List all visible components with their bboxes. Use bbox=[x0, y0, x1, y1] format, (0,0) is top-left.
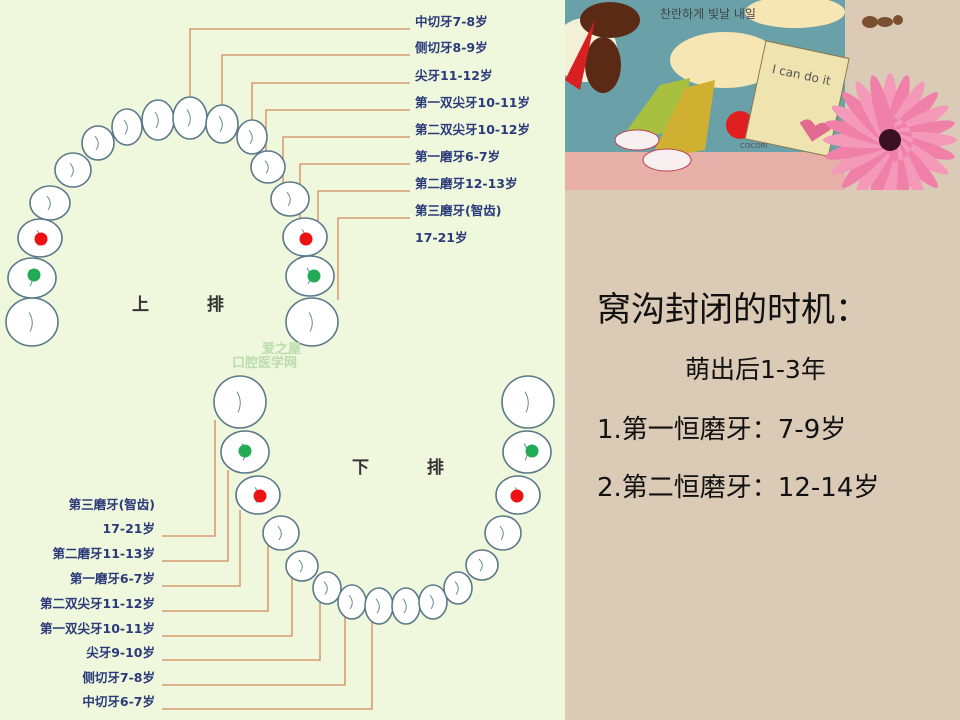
upper-tooth-label: 第一磨牙6-7岁 bbox=[415, 149, 501, 164]
first-molar-marker bbox=[27, 268, 41, 282]
teeth-diagram bbox=[5, 28, 555, 710]
leader-line bbox=[162, 545, 269, 612]
title: 窝沟封闭的时机： bbox=[597, 290, 869, 330]
tooth-groove bbox=[69, 162, 74, 178]
lower-tooth-label: 17-21岁 bbox=[102, 521, 155, 536]
tooth-groove bbox=[402, 598, 407, 614]
item-1: 1.第一恒磨牙：7-9岁 bbox=[597, 415, 847, 445]
lower-tooth-label: 第二磨牙11-13岁 bbox=[52, 546, 155, 561]
watermark: 爱之屋 口腔医学网 bbox=[222, 343, 301, 371]
leader-line bbox=[162, 595, 321, 661]
lower-tooth-label: 第一双尖牙10-11岁 bbox=[40, 621, 155, 636]
leader-line bbox=[162, 610, 346, 686]
item-2: 2.第二恒磨牙：12-14岁 bbox=[597, 473, 880, 503]
leader-line bbox=[337, 217, 410, 300]
sneakers bbox=[614, 78, 715, 172]
brand-text: COCORI bbox=[740, 142, 768, 150]
leader-line bbox=[317, 190, 410, 248]
tooth-groove bbox=[264, 160, 269, 174]
tooth-groove bbox=[46, 195, 51, 211]
lower-tooth-label: 第一磨牙6-7岁 bbox=[69, 571, 155, 586]
tooth-groove bbox=[218, 116, 223, 132]
leader-line bbox=[265, 109, 410, 160]
upper-tooth-label: 17-21岁 bbox=[415, 230, 468, 245]
tooth-groove bbox=[348, 594, 353, 610]
lower-tooth-label: 尖牙9-10岁 bbox=[86, 645, 155, 660]
tooth-groove bbox=[286, 191, 291, 207]
leader-line bbox=[162, 575, 293, 637]
watermark-line: 爱之屋 bbox=[262, 342, 302, 357]
ant-icon bbox=[862, 15, 903, 28]
tooth-groove bbox=[277, 525, 282, 541]
tooth-groove bbox=[123, 119, 128, 135]
upper-tooth-label: 侧切牙8-9岁 bbox=[415, 40, 488, 55]
tooth-groove bbox=[308, 312, 313, 332]
tooth-groove bbox=[429, 594, 434, 610]
lower-tooth-label: 第二双尖牙11-12岁 bbox=[40, 596, 155, 611]
watermark-line: 口腔医学网 bbox=[232, 356, 298, 371]
decorative-illustration: 찬란하게 빛날 내일 I can do it COCORI bbox=[565, 0, 957, 190]
tooth-groove bbox=[298, 559, 303, 573]
upper-arch-label: 上 排 bbox=[132, 295, 250, 315]
note-card: I can do it bbox=[744, 40, 850, 157]
second-molar-marker bbox=[510, 489, 524, 503]
tooth-groove bbox=[94, 135, 99, 151]
lower-tooth-label: 侧切牙7-8岁 bbox=[82, 670, 155, 685]
upper-tooth-label: 第二磨牙12-13岁 bbox=[415, 176, 518, 191]
dental-diagram-panel bbox=[0, 0, 565, 720]
leader-line bbox=[162, 420, 216, 537]
lower-tooth-label: 中切牙6-7岁 bbox=[82, 694, 155, 709]
upper-tooth-label: 第二双尖牙10-12岁 bbox=[415, 122, 530, 137]
lower-tooth-label: 第三磨牙(智齿) bbox=[68, 497, 155, 512]
upper-tooth-label: 尖牙11-12岁 bbox=[415, 68, 493, 83]
first-molar-marker bbox=[525, 444, 539, 458]
leader-line bbox=[282, 136, 410, 185]
leader-line bbox=[299, 163, 410, 222]
leader-line bbox=[251, 82, 410, 130]
leader-line bbox=[221, 54, 410, 112]
flower-icon bbox=[823, 73, 957, 190]
lower-arch-label: 下 排 bbox=[352, 458, 470, 478]
leader-line bbox=[162, 510, 241, 587]
upper-tooth-label: 第三磨牙(智齿) bbox=[415, 203, 502, 218]
tooth-groove bbox=[236, 391, 241, 413]
tooth-groove bbox=[454, 581, 459, 595]
upper-tooth-label: 第一双尖牙10-11岁 bbox=[415, 95, 530, 110]
second-molar-marker bbox=[253, 489, 267, 503]
tooth-groove bbox=[154, 111, 159, 129]
first-molar-marker bbox=[238, 444, 252, 458]
tooth-groove bbox=[28, 312, 33, 332]
tooth-groove bbox=[248, 129, 253, 145]
first-molar-marker bbox=[307, 269, 321, 283]
tooth-groove bbox=[478, 558, 483, 572]
leader-line bbox=[189, 28, 410, 102]
korean-caption: 찬란하게 빛날 내일 bbox=[660, 6, 756, 21]
second-molar-marker bbox=[34, 232, 48, 246]
second-molar-marker bbox=[299, 232, 313, 246]
leader-line bbox=[162, 470, 229, 562]
subtitle: 萌出后1-3年 bbox=[685, 355, 826, 384]
tooth-groove bbox=[524, 391, 529, 413]
tooth-groove bbox=[499, 525, 504, 541]
tooth-groove bbox=[186, 109, 191, 127]
tooth-groove bbox=[323, 581, 328, 595]
tooth-groove bbox=[375, 598, 380, 614]
upper-tooth-label: 中切牙7-8岁 bbox=[415, 14, 488, 29]
leader-line bbox=[162, 612, 373, 710]
